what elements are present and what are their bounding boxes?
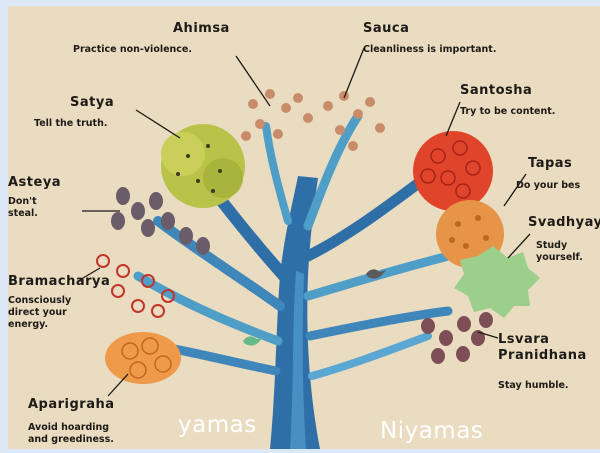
bramacharya-title: Bramacharya	[8, 274, 110, 289]
satya-desc: Tell the truth.	[34, 118, 107, 130]
asteya-desc: Don't steal.	[8, 196, 38, 220]
bramacharya-desc: Consciously direct your energy.	[8, 295, 71, 331]
sauca-title: Sauca	[363, 21, 409, 36]
asteya-title: Asteya	[8, 175, 61, 190]
santosha-title: Santosha	[460, 83, 532, 98]
yamas-caption: yamas	[178, 412, 257, 438]
illustration-canvas: Ahimsa Practice non-violence. Sauca Clea…	[8, 6, 600, 449]
svadhyaya-desc: Study yourself.	[536, 240, 583, 264]
satya-title: Satya	[70, 95, 114, 110]
isvara-desc: Stay humble.	[498, 380, 569, 392]
niyamas-caption: Niyamas	[380, 418, 483, 444]
isvara-title: Lsvara Pranidhana	[498, 332, 587, 364]
santosha-desc: Try to be content.	[460, 106, 555, 118]
aparigraha-title: Aparigraha	[28, 397, 115, 412]
ahimsa-desc: Practice non-violence.	[73, 44, 192, 56]
sauca-desc: Cleanliness is important.	[363, 44, 496, 56]
tapas-title: Tapas	[528, 156, 572, 171]
svadhyaya-title: Svadhyay	[528, 215, 600, 230]
aparigraha-desc: Avoid hoarding and greediness.	[28, 422, 114, 446]
tapas-desc: Do your bes	[516, 180, 580, 192]
ahimsa-title: Ahimsa	[173, 21, 230, 36]
